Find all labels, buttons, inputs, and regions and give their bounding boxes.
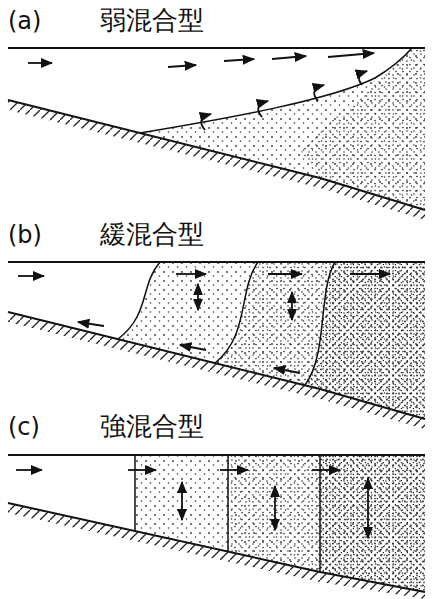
mixed-water-denser [228, 455, 425, 592]
panel-letter: (c) [8, 414, 40, 442]
interface-line [140, 48, 412, 133]
panel-title: 弱混合型 [100, 6, 204, 36]
bed-hatching [8, 503, 425, 599]
water-surface [8, 261, 425, 263]
panel-letter: (a) [8, 8, 41, 36]
salt-wedge [140, 48, 425, 210]
river-bed [8, 503, 425, 592]
mixed-water [118, 262, 425, 419]
flow-arrows [28, 53, 374, 130]
bed-hatching [8, 100, 425, 220]
water-surface [8, 454, 425, 456]
panel-title: 緩混合型 [100, 220, 204, 250]
mixed-water-densest [320, 455, 425, 592]
water-surface [8, 47, 425, 49]
panel-letter: (b) [8, 222, 42, 250]
panel-weak-mixing [8, 48, 425, 220]
flow-arrows [18, 274, 390, 373]
panel-title: 強混合型 [100, 412, 204, 442]
flow-arrows [16, 470, 368, 538]
bed-hatching [8, 312, 425, 429]
panel-partial-mixing [8, 262, 425, 429]
panel-strong-mixing [8, 455, 425, 599]
